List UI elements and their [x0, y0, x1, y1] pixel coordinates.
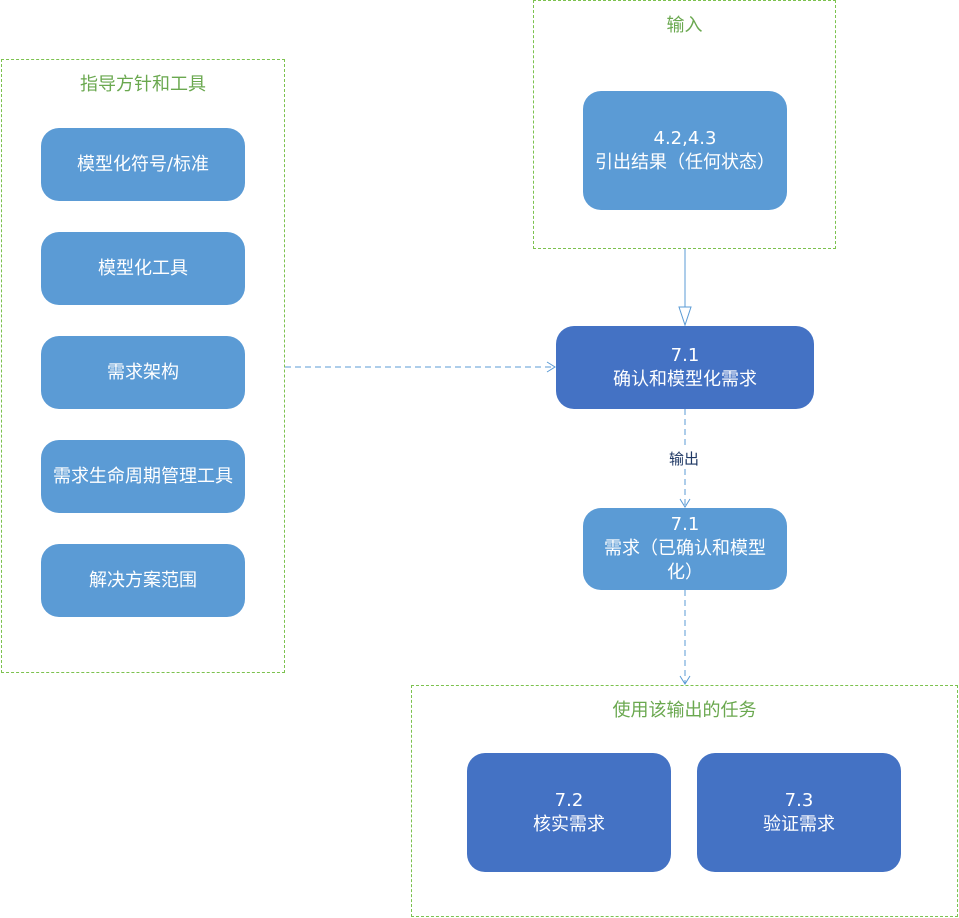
main-task-box[interactable]: 7.1 确认和模型化需求 — [556, 326, 814, 409]
guideline-label: 解决方案范围 — [89, 569, 197, 591]
inputs-group: 输入 — [533, 0, 836, 249]
guideline-modeling-tools[interactable]: 模型化工具 — [41, 232, 245, 305]
task-number: 7.2 — [554, 789, 584, 811]
guideline-requirements-architecture[interactable]: 需求架构 — [41, 336, 245, 409]
guidelines-group: 指导方针和工具 — [1, 59, 285, 673]
guideline-label: 模型化符号/标准 — [76, 153, 210, 175]
input-label: 引出结果（任何状态） — [595, 151, 775, 173]
input-number: 4.2,4.3 — [653, 127, 717, 149]
guideline-label: 需求生命周期管理工具 — [53, 465, 233, 487]
guideline-solution-scope[interactable]: 解决方案范围 — [41, 544, 245, 617]
guideline-modeling-notation[interactable]: 模型化符号/标准 — [41, 128, 245, 201]
input-arrowhead — [678, 306, 692, 327]
output-requirements-box[interactable]: 7.1 需求（已确认和模型化） — [583, 508, 787, 590]
guideline-lifecycle-tools[interactable]: 需求生命周期管理工具 — [41, 440, 245, 513]
main-task-number: 7.1 — [670, 344, 700, 366]
input-elicitation-results[interactable]: 4.2,4.3 引出结果（任何状态） — [583, 91, 787, 210]
output-label: 需求（已确认和模型化） — [604, 538, 766, 583]
tasks-group: 使用该输出的任务 — [411, 685, 958, 917]
tasks-arrowhead — [679, 675, 691, 685]
output-edge-label: 输出 — [666, 449, 703, 469]
main-task-label: 确认和模型化需求 — [613, 368, 757, 390]
tasks-title: 使用该输出的任务 — [612, 700, 757, 721]
guideline-label: 模型化工具 — [98, 257, 188, 279]
guidelines-arrowhead — [546, 361, 556, 373]
task-label: 核实需求 — [533, 813, 605, 835]
inputs-title: 输入 — [666, 15, 703, 36]
task-label: 验证需求 — [763, 813, 835, 835]
guideline-label: 需求架构 — [107, 361, 179, 383]
task-verify-box[interactable]: 7.2 核实需求 — [467, 753, 671, 872]
task-validate-box[interactable]: 7.3 验证需求 — [697, 753, 901, 872]
guidelines-title: 指导方针和工具 — [80, 74, 206, 95]
task-number: 7.3 — [784, 789, 814, 811]
output-arrowhead — [679, 498, 691, 508]
output-number: 7.1 — [670, 514, 700, 535]
